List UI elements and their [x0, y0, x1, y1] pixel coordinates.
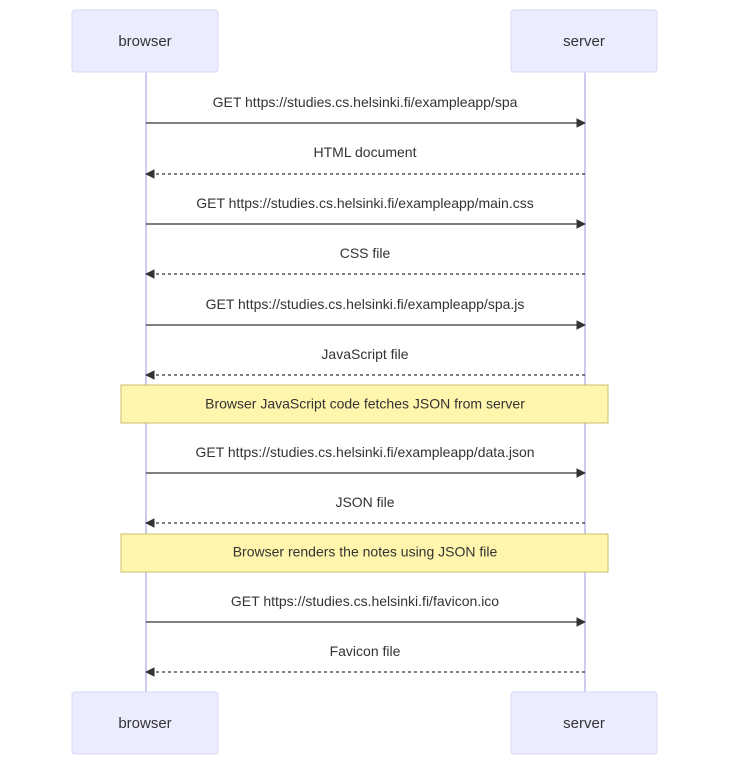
message-label: GET https://studies.cs.helsinki.fi/examp… — [206, 296, 525, 312]
note-text: Browser renders the notes using JSON fil… — [233, 544, 498, 560]
message-9: GET https://studies.cs.helsinki.fi/favic… — [146, 593, 586, 627]
actor-browser-bottom: browser — [71, 691, 219, 755]
message-label: GET https://studies.cs.helsinki.fi/examp… — [196, 195, 533, 211]
actor-label: server — [563, 33, 605, 50]
actor-label: browser — [118, 715, 171, 732]
message-7: GET https://studies.cs.helsinki.fi/examp… — [146, 444, 586, 478]
message-label: JavaScript file — [321, 346, 408, 362]
message-8: JSON file — [145, 494, 585, 528]
note-1: Browser JavaScript code fetches JSON fro… — [120, 384, 609, 424]
message-label: GET https://studies.cs.helsinki.fi/examp… — [213, 94, 518, 110]
message-2: HTML document — [145, 144, 585, 179]
actor-label: browser — [118, 33, 171, 50]
message-6: JavaScript file — [145, 346, 585, 380]
message-label: HTML document — [314, 144, 417, 160]
actor-label: server — [563, 715, 605, 732]
message-3: GET https://studies.cs.helsinki.fi/examp… — [146, 195, 586, 229]
message-10: Favicon file — [145, 643, 585, 677]
message-5: GET https://studies.cs.helsinki.fi/examp… — [146, 296, 586, 330]
actor-browser-top: browser — [71, 9, 219, 73]
actor-server-bottom: server — [510, 691, 658, 755]
message-label: CSS file — [340, 245, 391, 261]
message-label: GET https://studies.cs.helsinki.fi/favic… — [231, 593, 499, 609]
message-label: JSON file — [335, 494, 394, 510]
message-label: GET https://studies.cs.helsinki.fi/examp… — [195, 444, 534, 460]
actor-server-top: server — [510, 9, 658, 73]
message-label: Favicon file — [330, 643, 401, 659]
message-4: CSS file — [145, 245, 585, 279]
note-2: Browser renders the notes using JSON fil… — [120, 533, 609, 573]
note-text: Browser JavaScript code fetches JSON fro… — [205, 396, 525, 412]
message-1: GET https://studies.cs.helsinki.fi/examp… — [146, 94, 586, 128]
